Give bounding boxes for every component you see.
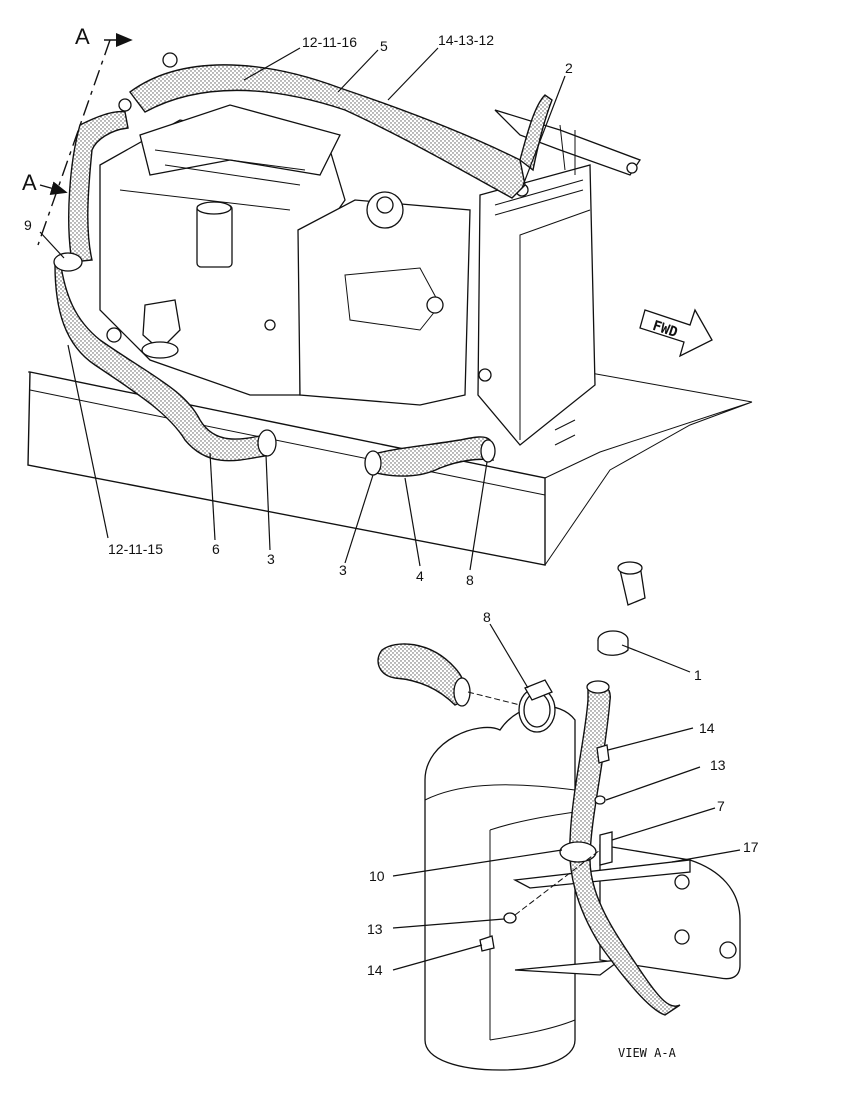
callout-view-10: 10 (369, 868, 385, 884)
washer-13b (503, 912, 517, 924)
callout-5: 5 (380, 38, 388, 54)
bolt-14a (596, 744, 610, 764)
hose-angled (377, 643, 466, 706)
engine-assembly (27, 52, 753, 566)
callout-4: 4 (416, 568, 424, 584)
fwd-label: FWD (651, 318, 680, 341)
callout-12-11-15: 12-11-15 (108, 541, 163, 557)
callout-view-13-top: 13 (710, 757, 726, 773)
callout-3-left: 3 (267, 551, 275, 567)
hose-5 (129, 64, 526, 199)
section-marker-top: A (75, 24, 90, 49)
bolt-14b (479, 935, 495, 952)
fwd-arrow-icon: FWD (639, 308, 713, 358)
transmission-housing (297, 199, 471, 406)
callout-12-11-16: 12-11-16 (302, 34, 357, 50)
callout-9: 9 (24, 217, 32, 233)
callout-view-13-bottom: 13 (367, 921, 383, 937)
tank-body (424, 705, 576, 1071)
cap-part (617, 561, 646, 606)
clamp-3a (257, 429, 277, 457)
washer-13a (594, 795, 606, 805)
section-cut-line (37, 33, 133, 246)
callout-view-17: 17 (743, 839, 759, 855)
leader-lines-top (39, 47, 566, 571)
callout-8: 8 (466, 572, 474, 588)
view-label: VIEW A-A (618, 1046, 677, 1060)
callout-3-right: 3 (339, 562, 347, 578)
callout-view-14-bottom: 14 (367, 962, 383, 978)
callout-view-8: 8 (483, 609, 491, 625)
callout-view-7: 7 (717, 798, 725, 814)
callout-14-13-12: 14-13-12 (438, 32, 494, 48)
callout-view-14-top: 14 (699, 720, 715, 736)
bracket-7 (599, 831, 613, 866)
clamp-9 (53, 252, 83, 272)
callout-view-1: 1 (694, 667, 702, 683)
section-marker-bottom: A (22, 170, 37, 195)
hose-4 (369, 436, 494, 477)
frame-plate (27, 371, 546, 566)
callout-2: 2 (565, 60, 573, 76)
view-a-a-assembly (377, 630, 741, 1071)
clamp-3b (364, 450, 382, 476)
clip-10 (559, 841, 597, 863)
hose-9 (68, 110, 129, 263)
callout-6: 6 (212, 541, 220, 557)
hose-set (53, 64, 553, 477)
mounting-bracket (599, 844, 741, 980)
leader-lines-view (392, 623, 741, 971)
clamp-8a (480, 439, 496, 463)
valve-cover (139, 104, 341, 176)
radiator (477, 164, 596, 446)
